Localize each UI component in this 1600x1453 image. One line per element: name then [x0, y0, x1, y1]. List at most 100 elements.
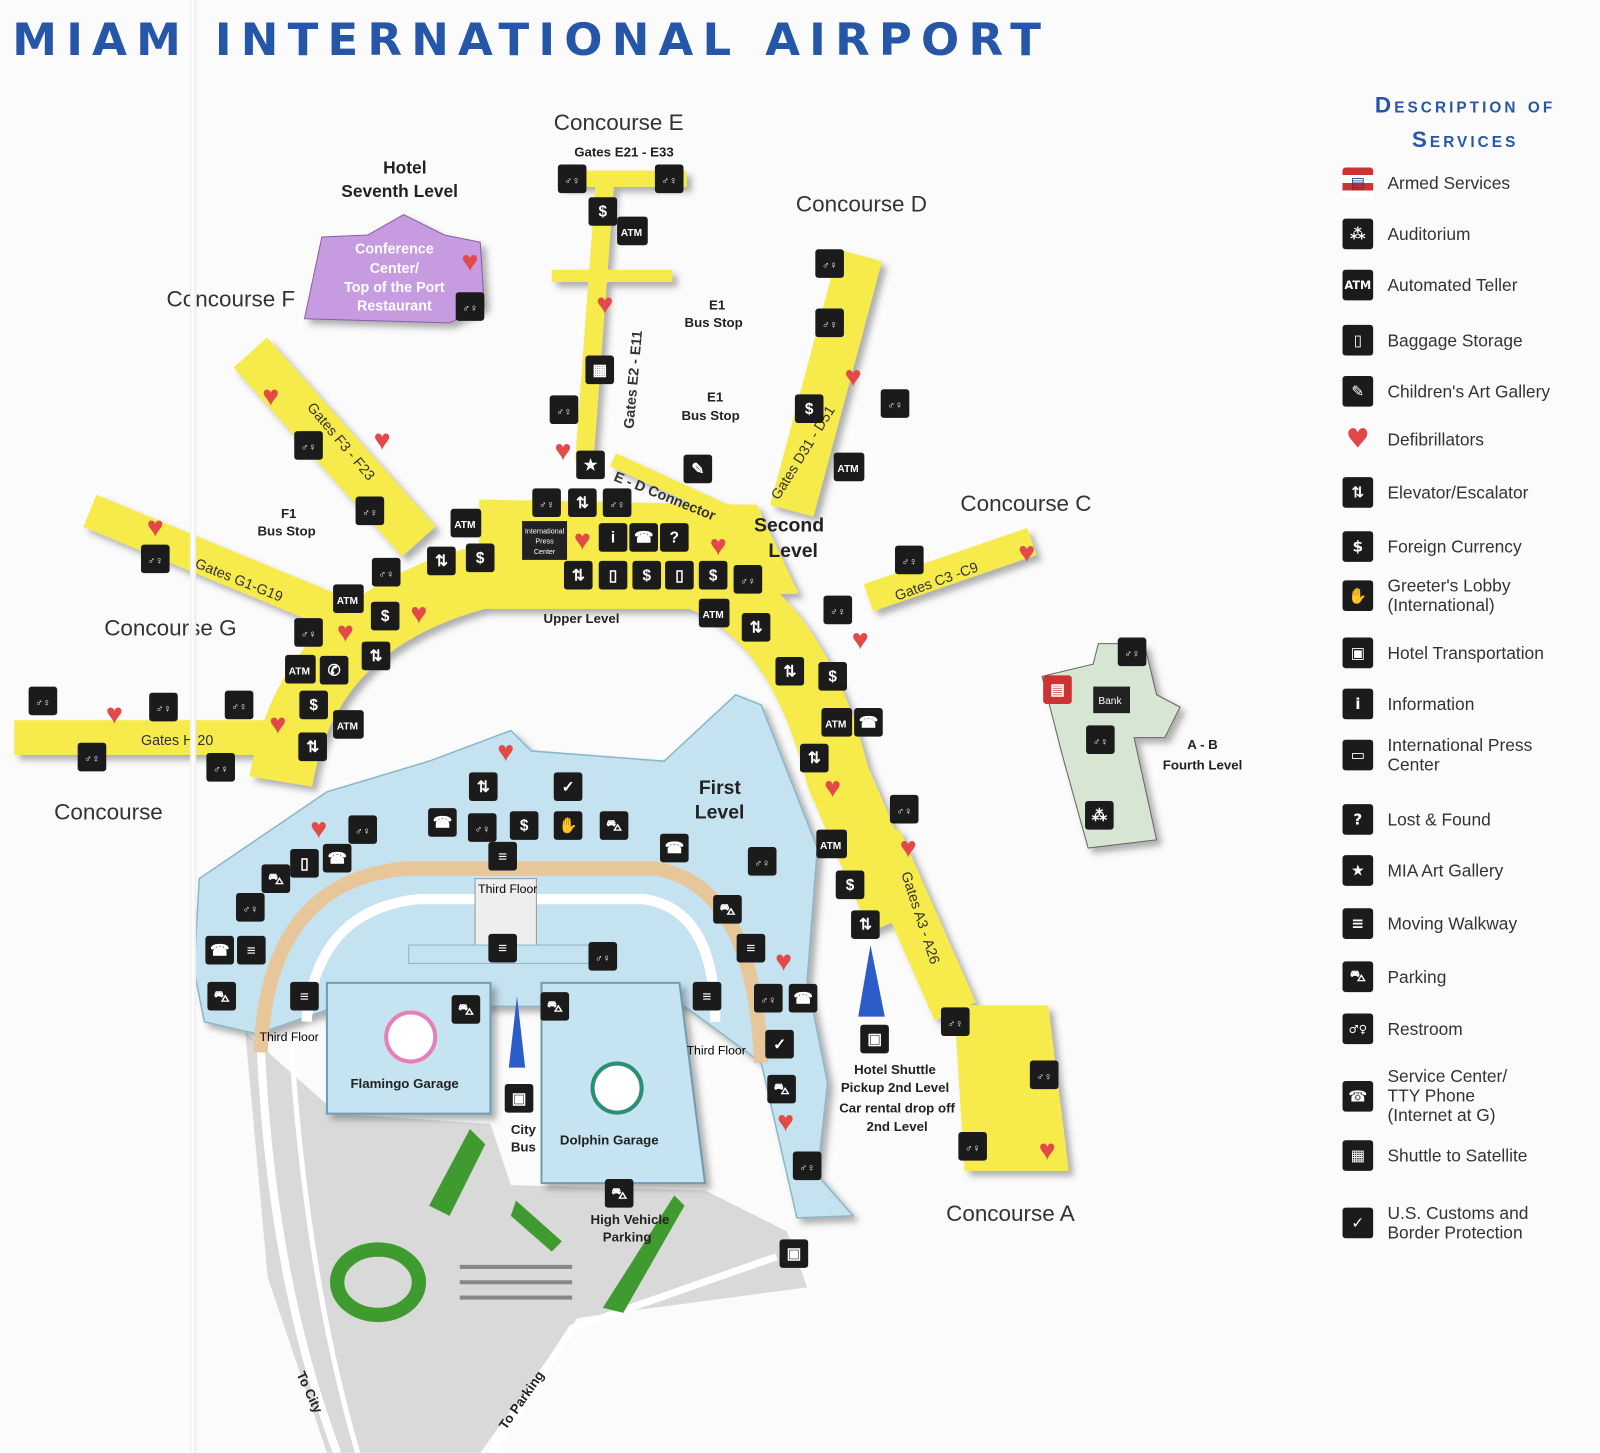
legend-title-line2: Services — [1411, 126, 1519, 153]
svg-text:♥: ♥ — [1039, 1135, 1056, 1167]
atm-icon: ATM — [333, 710, 364, 739]
svg-text:ATM: ATM — [825, 719, 846, 730]
svg-text:♂♀: ♂♀ — [902, 557, 917, 568]
legend-item-label: Greeter's Lobby (International) — [1387, 576, 1511, 616]
high-vehicle-parking-label: High Vehicle — [591, 1212, 670, 1227]
legend-item-label: Baggage Storage — [1387, 330, 1523, 350]
legend-item: ⛍Parking — [1342, 961, 1446, 993]
svg-text:≡: ≡ — [247, 942, 256, 959]
svg-text:ATM: ATM — [337, 596, 358, 607]
concourse-f-label: Concourse F — [167, 287, 296, 312]
conference-label-2: Center/ — [370, 261, 419, 277]
svg-text:≡: ≡ — [746, 940, 755, 957]
svg-text:⛍: ⛍ — [458, 1002, 474, 1019]
svg-text:♂♀: ♂♀ — [564, 176, 579, 187]
svg-text:♂♀: ♂♀ — [231, 702, 246, 713]
f1-bus-stop-label: F1 — [281, 506, 297, 521]
svg-text:♥: ♥ — [106, 698, 123, 730]
dolphin-logo — [590, 1061, 644, 1115]
car-icon: ⛍ — [540, 992, 570, 1021]
defibrillator-heart-icon: ♥ — [310, 813, 327, 845]
restroom-icon: ♂♀ — [602, 488, 632, 517]
svg-text:✓: ✓ — [562, 779, 575, 796]
restroom-icon: ♂♀ — [149, 692, 178, 722]
direction-arrow-icon — [508, 996, 526, 1068]
svg-text:▣: ▣ — [867, 1031, 881, 1048]
information-icon: i — [1342, 688, 1374, 720]
svg-text:⛍: ⛍ — [720, 901, 736, 918]
page-title: MIAM INTERNATIONAL AIRPORT — [12, 14, 1051, 67]
legend-item-label: International Press Center — [1387, 735, 1533, 775]
restroom-icon: ♂♀ — [467, 813, 497, 842]
svg-text:♂♀: ♂♀ — [948, 1019, 963, 1030]
elevator-escalator-icon: ⇅ — [468, 772, 498, 802]
first-level-label-2: Level — [695, 801, 745, 823]
atm-icon: ATM — [617, 216, 648, 246]
gates-h20-label: Gates H 20 — [141, 733, 213, 749]
atm-icon: ATM — [816, 829, 847, 859]
svg-text:▤: ▤ — [1050, 682, 1064, 699]
hotel-bus-icon: ▣ — [504, 1084, 534, 1113]
flag-icon: ▤ — [1043, 675, 1072, 704]
third-floor-label-right: Third Floor — [687, 1043, 746, 1057]
svg-text:⁂: ⁂ — [1092, 807, 1107, 824]
svg-text:♂♀: ♂♀ — [822, 261, 837, 272]
legend-item: ≡Moving Walkway — [1342, 908, 1517, 939]
e1-bus-stop-b-label: E1 — [707, 390, 724, 405]
svg-text:⛍: ⛍ — [774, 1081, 790, 1098]
svg-text:$: $ — [309, 697, 318, 714]
hotel-shuttle-label-2: Pickup 2nd Level — [841, 1080, 949, 1095]
baggage-icon: ▯ — [665, 560, 694, 590]
svg-text:♂♀: ♂♀ — [595, 953, 610, 964]
flag-icon: ▤ — [1342, 167, 1374, 199]
legend-item-label: Automated Teller — [1387, 275, 1518, 295]
legend-item-label: Hotel Transportation — [1387, 643, 1544, 663]
flamingo-garage-label: Flamingo Garage — [350, 1076, 458, 1091]
svg-text:▯: ▯ — [300, 855, 308, 872]
svg-text:✋: ✋ — [559, 817, 578, 835]
foreign-currency-icon: $ — [588, 197, 618, 226]
svg-text:$: $ — [642, 567, 651, 584]
restroom-icon: ♂♀ — [889, 794, 919, 824]
lost-found-icon: ? — [660, 523, 689, 552]
svg-text:☎: ☎ — [634, 530, 653, 547]
defibrillator-heart-icon: ♥ — [147, 511, 164, 543]
svg-text:▦: ▦ — [593, 362, 607, 379]
svg-text:♂♀: ♂♀ — [148, 556, 163, 567]
hotel-bus-icon: ▣ — [779, 1239, 809, 1268]
restroom-icon: ♂♀ — [747, 846, 777, 876]
elevator-escalator-icon: ⇅ — [563, 560, 593, 590]
svg-text:⛍: ⛍ — [606, 818, 622, 835]
bank-label: Bank — [1098, 696, 1122, 707]
svg-text:$: $ — [709, 567, 718, 584]
ab-label: A - B — [1187, 737, 1217, 752]
second-level-label-2: Level — [768, 540, 818, 562]
defibrillator-heart-icon: ♥ — [410, 598, 427, 630]
svg-text:✓: ✓ — [773, 1036, 786, 1053]
svg-text:ATM: ATM — [837, 464, 858, 475]
restroom-icon: ♂♀ — [1086, 725, 1115, 755]
third-floor-ring — [253, 861, 769, 1063]
upper-level-label: Upper Level — [544, 611, 620, 626]
city-bus-label-2: Bus — [511, 1139, 536, 1154]
svg-text:♂♀: ♂♀ — [822, 320, 837, 331]
customs-icon: ✓ — [765, 1029, 794, 1059]
svg-text:♂♀: ♂♀ — [379, 569, 394, 580]
defibrillator-heart-icon: ♥ — [1018, 537, 1035, 569]
svg-text:$: $ — [846, 877, 855, 894]
elevator-escalator-icon: ⇅ — [568, 488, 597, 517]
services-legend: Description of Services ▤Armed Services⁂… — [1328, 88, 1594, 1242]
defibrillator-heart-icon: ♥ — [710, 530, 727, 562]
restroom-icon: ♂♀ — [371, 557, 401, 587]
moving-walkway-icon: ≡ — [736, 933, 766, 963]
elevator-escalator-icon: ⇅ — [741, 613, 771, 642]
foreign-currency-icon: $ — [509, 811, 539, 840]
legend-title: Description of Services — [1322, 88, 1600, 157]
svg-text:♂♀: ♂♀ — [609, 500, 624, 511]
legend-item-label: Elevator/Escalator — [1387, 482, 1529, 503]
auditorium-icon: ⁂ — [1342, 218, 1374, 250]
elevator-escalator-icon: ⇅ — [361, 641, 391, 671]
baggage-icon: ▯ — [290, 849, 319, 878]
star-icon: ★ — [1342, 855, 1374, 886]
